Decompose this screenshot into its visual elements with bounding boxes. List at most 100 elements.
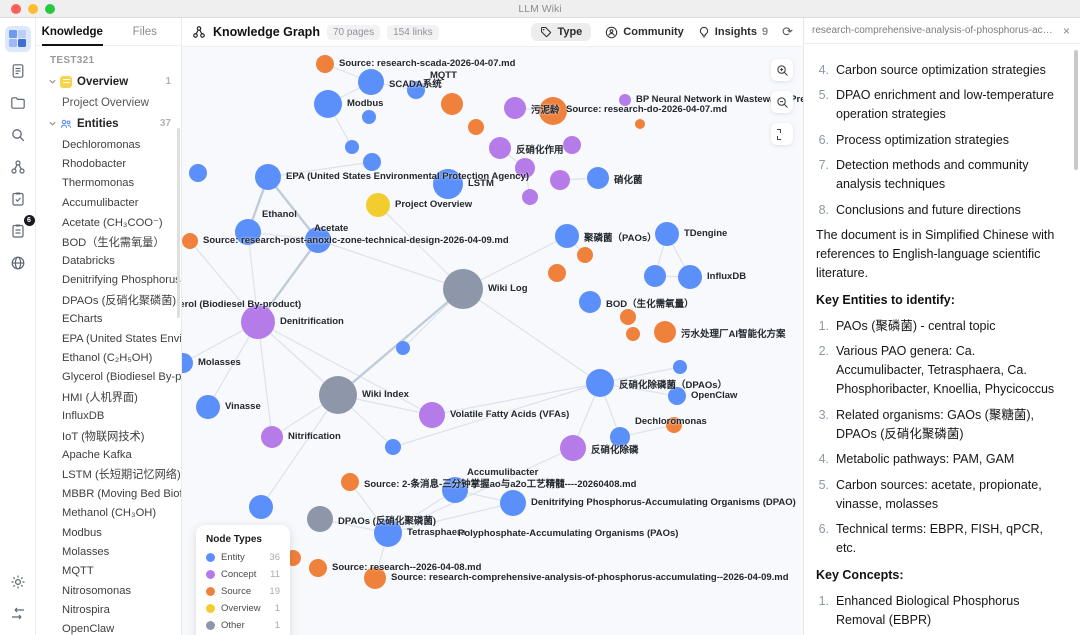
graph-node[interactable]: [500, 490, 526, 516]
graph-node[interactable]: [182, 233, 198, 249]
graph-node[interactable]: [560, 435, 586, 461]
sidebar-entity-item[interactable]: Modbus: [62, 526, 102, 539]
sidebar-entity-item[interactable]: Apache Kafka: [62, 448, 132, 461]
graph-node[interactable]: [189, 164, 207, 182]
sidebar-entity-item[interactable]: LSTM (长短期记忆网络): [62, 469, 181, 482]
notes-nav-button[interactable]: 6: [5, 215, 35, 244]
sidebar-entity-item[interactable]: Databricks: [62, 255, 115, 268]
graph-node[interactable]: [635, 119, 645, 129]
sidebar-entity-item[interactable]: ECharts: [62, 313, 103, 326]
graph-node[interactable]: [668, 387, 686, 405]
graph-node[interactable]: [619, 94, 631, 106]
close-window-button[interactable]: [11, 4, 21, 14]
sidebar-entity-item[interactable]: DPAOs (反硝化聚磷菌): [62, 294, 177, 307]
graph-node[interactable]: [626, 327, 640, 341]
sidebar-entity-item[interactable]: Ethanol (C₂H₅OH): [62, 351, 153, 364]
sidebar-entity-item[interactable]: Nitrosomonas: [62, 584, 132, 597]
sidebar-entity-item[interactable]: MQTT: [62, 565, 94, 578]
graph-node[interactable]: [504, 97, 526, 119]
graph-node[interactable]: [341, 473, 359, 491]
sidebar-entity-item[interactable]: Molasses: [62, 545, 110, 558]
graph-node[interactable]: [419, 402, 445, 428]
graph-node[interactable]: [586, 369, 614, 397]
fullscreen-button[interactable]: [771, 123, 793, 145]
sidebar-entity-item[interactable]: BOD（生化需氧量）: [62, 236, 165, 249]
graph-node[interactable]: [366, 193, 390, 217]
web-nav-button[interactable]: [5, 250, 31, 276]
graph-node[interactable]: [241, 305, 275, 339]
graph-node[interactable]: [396, 341, 410, 355]
graph-node[interactable]: [489, 137, 511, 159]
documents-nav-button[interactable]: [5, 58, 31, 84]
graph-node[interactable]: [249, 495, 273, 519]
graph-node[interactable]: [441, 93, 463, 115]
graph-node[interactable]: [468, 119, 484, 135]
sidebar-entity-item[interactable]: Nitrospira: [62, 604, 110, 617]
sidebar-entity-item[interactable]: Acetate (CH₃COO⁻): [62, 216, 163, 229]
tab-knowledge[interactable]: Knowledge: [36, 18, 109, 46]
minimize-window-button[interactable]: [28, 4, 38, 14]
insights-button[interactable]: Insights 9: [698, 26, 768, 39]
collapse-sidebar-button[interactable]: [5, 601, 31, 627]
close-icon[interactable]: ×: [1062, 23, 1070, 38]
graph-node[interactable]: [316, 55, 334, 73]
sidebar-entity-item[interactable]: Rhodobacter: [62, 158, 127, 171]
graph-node[interactable]: [577, 247, 593, 263]
sidebar-item-overview[interactable]: Overview 1: [36, 71, 181, 92]
sidebar-entity-item[interactable]: Methanol (CH₃OH): [62, 507, 157, 520]
sidebar-entity-item[interactable]: InfluxDB: [62, 410, 105, 423]
graph-node[interactable]: [654, 321, 676, 343]
graph-node[interactable]: [255, 164, 281, 190]
graph-node[interactable]: [678, 265, 702, 289]
sidebar-entity-item[interactable]: Thermomonas: [62, 177, 135, 190]
sidebar-scrollbar[interactable]: [177, 128, 180, 318]
graph-node[interactable]: [319, 376, 357, 414]
graph-node[interactable]: [363, 153, 381, 171]
document-scrollbar[interactable]: [1074, 50, 1078, 170]
sidebar-entity-item[interactable]: EPA (United States Enviro...: [62, 332, 181, 345]
graph-node[interactable]: [305, 227, 331, 253]
type-button[interactable]: Type: [531, 23, 592, 41]
sidebar-entity-item[interactable]: Dechloromonas: [62, 138, 141, 151]
graph-node[interactable]: [309, 559, 327, 577]
graph-node[interactable]: [385, 439, 401, 455]
graph-node[interactable]: [433, 169, 463, 199]
document-tab[interactable]: research-comprehensive-analysis-of-phosp…: [804, 18, 1080, 44]
graph-node[interactable]: [666, 417, 682, 433]
graph-node[interactable]: [358, 69, 384, 95]
graph-node[interactable]: [362, 110, 376, 124]
graph-node[interactable]: [555, 224, 579, 248]
graph-node[interactable]: [548, 264, 566, 282]
graph-node[interactable]: [515, 158, 535, 178]
sidebar-entity-item[interactable]: Accumulibacter: [62, 196, 139, 209]
graph-node[interactable]: [407, 81, 425, 99]
tasks-nav-button[interactable]: [5, 186, 31, 212]
graph-node[interactable]: [442, 477, 468, 503]
graph-node[interactable]: [261, 426, 283, 448]
maximize-window-button[interactable]: [45, 4, 55, 14]
graph-node[interactable]: [364, 567, 386, 589]
graph-node[interactable]: [539, 97, 567, 125]
graph-node[interactable]: [314, 90, 342, 118]
app-logo[interactable]: [4, 26, 31, 52]
sidebar-entity-item[interactable]: Denitrifying Phosphorus-...: [62, 274, 181, 287]
graph-node[interactable]: [345, 140, 359, 154]
sidebar-item-entities[interactable]: Entities 37: [36, 113, 181, 134]
zoom-out-button[interactable]: [771, 91, 793, 113]
graph-node[interactable]: [673, 360, 687, 374]
graph-node[interactable]: [196, 395, 220, 419]
graph-node[interactable]: [644, 265, 666, 287]
graph-node[interactable]: [443, 269, 483, 309]
graph-node[interactable]: [587, 167, 609, 189]
sidebar-entity-item[interactable]: MBBR (Moving Bed Biofil...: [62, 487, 181, 500]
graph-node[interactable]: [307, 506, 333, 532]
sidebar-entity-item[interactable]: IoT (物联网技术): [62, 430, 145, 443]
refresh-button[interactable]: ⟳: [782, 24, 793, 39]
graph-node[interactable]: [374, 519, 402, 547]
graph-node[interactable]: [563, 136, 581, 154]
